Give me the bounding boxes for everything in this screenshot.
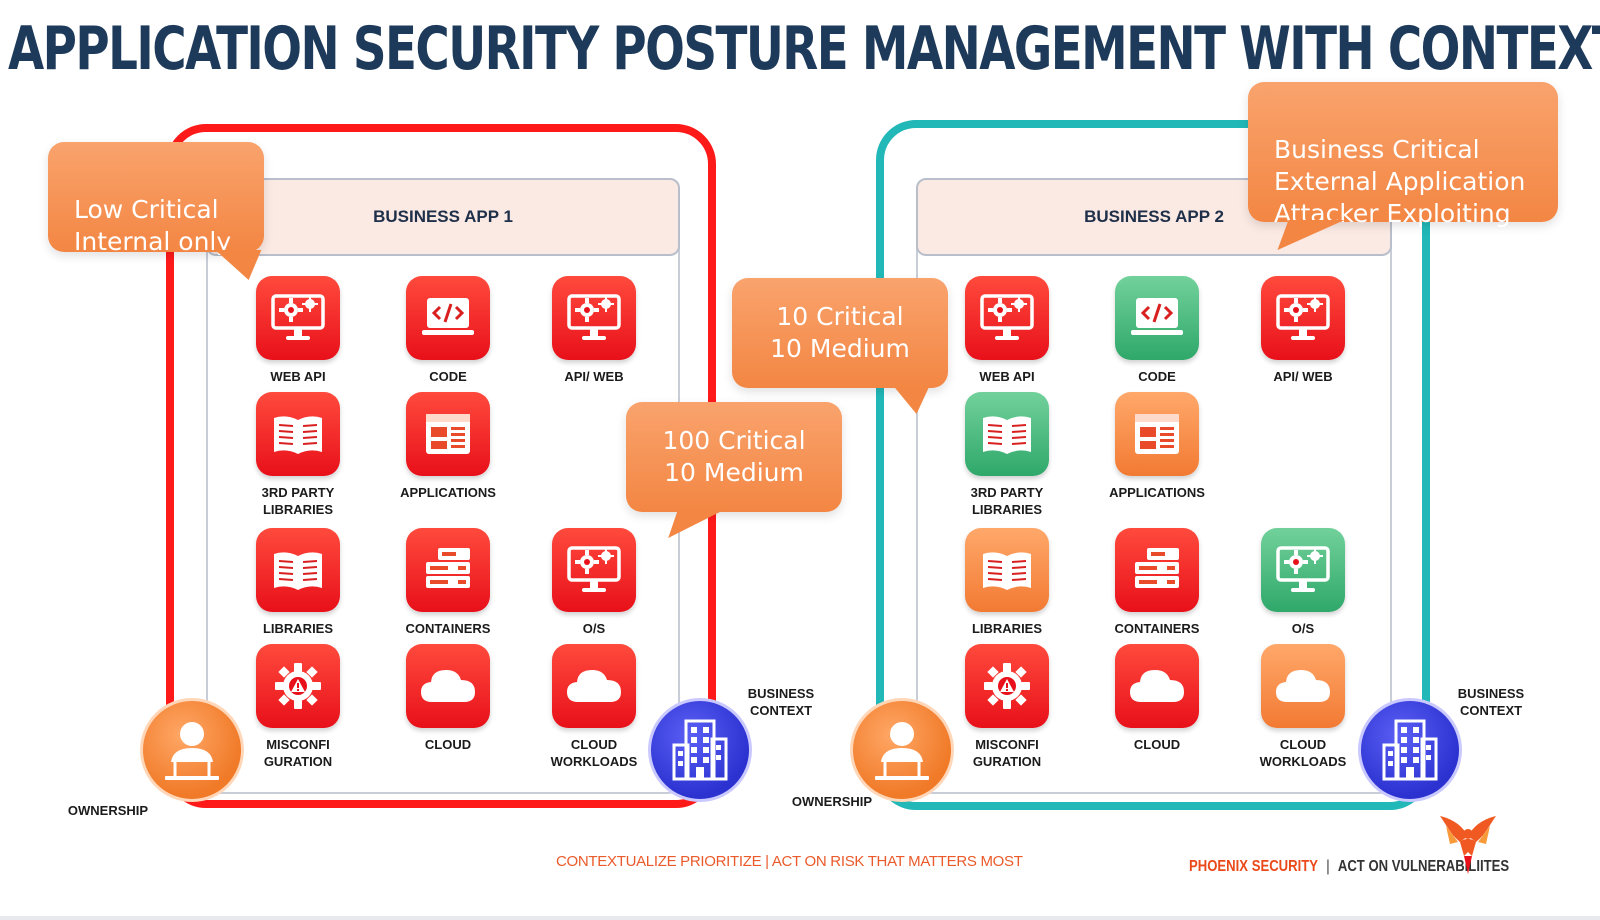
asset-tile: O/S bbox=[519, 528, 669, 637]
brand-name: PHOENIX SECURITY bbox=[1189, 858, 1319, 875]
book-icon bbox=[256, 392, 340, 476]
asset-label: 3RD PARTY LIBRARIES bbox=[261, 485, 335, 517]
callout-business-critical: Business Critical External Application A… bbox=[1248, 82, 1558, 250]
ownership-avatar-2 bbox=[850, 698, 954, 802]
business-app-2-header: BUSINESS APP 2 bbox=[916, 178, 1392, 256]
server-stack-icon bbox=[1115, 528, 1199, 612]
ownership-label-1: OWNERSHIP bbox=[67, 803, 149, 818]
cloud-icon bbox=[1115, 644, 1199, 728]
asset-tile: CONTAINERS bbox=[373, 528, 523, 637]
asset-tile: O/S bbox=[1228, 528, 1378, 637]
application-window-icon bbox=[1115, 392, 1199, 476]
callout-low-critical: Low Critical Internal only bbox=[48, 142, 279, 280]
page-title: APPLICATION SECURITY POSTURE MANAGEMENT … bbox=[8, 14, 1600, 84]
asset-label: CLOUD bbox=[424, 737, 472, 752]
asset-tile: APPLICATIONS bbox=[1082, 392, 1232, 501]
cloud-icon bbox=[552, 644, 636, 728]
person-at-laptop-icon bbox=[165, 722, 219, 780]
server-stack-icon bbox=[406, 528, 490, 612]
asset-label: O/S bbox=[582, 621, 606, 636]
asset-tile: WEB API bbox=[223, 276, 373, 385]
building-icon bbox=[1382, 719, 1438, 781]
application-window-icon bbox=[406, 392, 490, 476]
cloud-icon bbox=[406, 644, 490, 728]
asset-tile: CODE bbox=[1082, 276, 1232, 385]
asset-label: CONTAINERS bbox=[1114, 621, 1200, 636]
asset-label: CLOUD bbox=[1133, 737, 1181, 752]
gear-monitor-icon bbox=[1261, 276, 1345, 360]
asset-tile: API/ WEB bbox=[1228, 276, 1378, 385]
building-icon bbox=[672, 719, 728, 781]
bottom-rule bbox=[0, 916, 1600, 920]
code-laptop-icon bbox=[1115, 276, 1199, 360]
asset-tile: CLOUD WORKLOADS bbox=[1228, 644, 1378, 770]
business-context-label-1: BUSINESS CONTEXT bbox=[747, 686, 815, 718]
gear-monitor-icon bbox=[1261, 528, 1345, 612]
asset-tile: 3RD PARTY LIBRARIES bbox=[932, 392, 1082, 518]
asset-label: APPLICATIONS bbox=[1109, 485, 1205, 500]
asset-tile: CONTAINERS bbox=[1082, 528, 1232, 637]
asset-tile: MISCONFI GURATION bbox=[223, 644, 373, 770]
asset-label: CODE bbox=[1138, 369, 1176, 384]
asset-tile: CLOUD bbox=[1082, 644, 1232, 753]
asset-label: MISCONFI GURATION bbox=[972, 737, 1042, 769]
brand-separator: | bbox=[1326, 858, 1330, 875]
asset-label: API/ WEB bbox=[1273, 369, 1333, 384]
asset-tile: APPLICATIONS bbox=[373, 392, 523, 501]
asset-label: WEB API bbox=[270, 369, 326, 384]
asset-label: WEB API bbox=[979, 369, 1035, 384]
business-context-icon-2 bbox=[1358, 698, 1462, 802]
asset-label: LIBRARIES bbox=[971, 621, 1043, 636]
gear-monitor-icon bbox=[552, 276, 636, 360]
asset-label: CONTAINERS bbox=[405, 621, 491, 636]
book-icon bbox=[256, 528, 340, 612]
footer-tagline: CONTEXTUALIZE PRIORITIZE | ACT ON RISK T… bbox=[556, 853, 1023, 870]
gear-warning-icon bbox=[256, 644, 340, 728]
callout-hundred-critical-text: 100 Critical 10 Medium bbox=[662, 426, 806, 487]
asset-label: CLOUD WORKLOADS bbox=[550, 737, 638, 769]
asset-label: APPLICATIONS bbox=[400, 485, 496, 500]
gear-warning-icon bbox=[965, 644, 1049, 728]
asset-label: MISCONFI GURATION bbox=[263, 737, 333, 769]
asset-tile: CLOUD bbox=[373, 644, 523, 753]
asset-label: 3RD PARTY LIBRARIES bbox=[970, 485, 1044, 517]
cloud-icon bbox=[1261, 644, 1345, 728]
asset-label: LIBRARIES bbox=[262, 621, 334, 636]
asset-label: O/S bbox=[1291, 621, 1315, 636]
asset-tile: WEB API bbox=[932, 276, 1082, 385]
callout-low-critical-text: Low Critical Internal only bbox=[74, 195, 232, 256]
asset-label: CLOUD WORKLOADS bbox=[1259, 737, 1347, 769]
ownership-label-2: OWNERSHIP bbox=[791, 794, 873, 809]
phoenix-logo-icon bbox=[1440, 816, 1496, 874]
asset-tile: 3RD PARTY LIBRARIES bbox=[223, 392, 373, 518]
person-at-laptop-icon bbox=[875, 722, 929, 780]
code-laptop-icon bbox=[406, 276, 490, 360]
asset-label: CODE bbox=[429, 369, 467, 384]
business-app-1-header: BUSINESS APP 1 bbox=[206, 178, 680, 256]
asset-label: API/ WEB bbox=[564, 369, 624, 384]
asset-tile: LIBRARIES bbox=[932, 528, 1082, 637]
ownership-avatar-1 bbox=[140, 698, 244, 802]
callout-hundred-critical: 100 Critical 10 Medium bbox=[626, 402, 842, 538]
callout-ten-critical-text: 10 Critical 10 Medium bbox=[770, 302, 910, 363]
callout-ten-critical: 10 Critical 10 Medium bbox=[732, 278, 948, 414]
asset-tile: CLOUD WORKLOADS bbox=[519, 644, 669, 770]
asset-tile: MISCONFI GURATION bbox=[932, 644, 1082, 770]
book-icon bbox=[965, 528, 1049, 612]
callout-business-critical-text: Business Critical External Application A… bbox=[1274, 135, 1526, 228]
business-context-icon-1 bbox=[648, 698, 752, 802]
asset-tile: CODE bbox=[373, 276, 523, 385]
gear-monitor-icon bbox=[552, 528, 636, 612]
business-context-label-2: BUSINESS CONTEXT bbox=[1457, 686, 1525, 718]
book-icon bbox=[965, 392, 1049, 476]
gear-monitor-icon bbox=[256, 276, 340, 360]
gear-monitor-icon bbox=[965, 276, 1049, 360]
asset-tile: API/ WEB bbox=[519, 276, 669, 385]
asset-tile: LIBRARIES bbox=[223, 528, 373, 637]
